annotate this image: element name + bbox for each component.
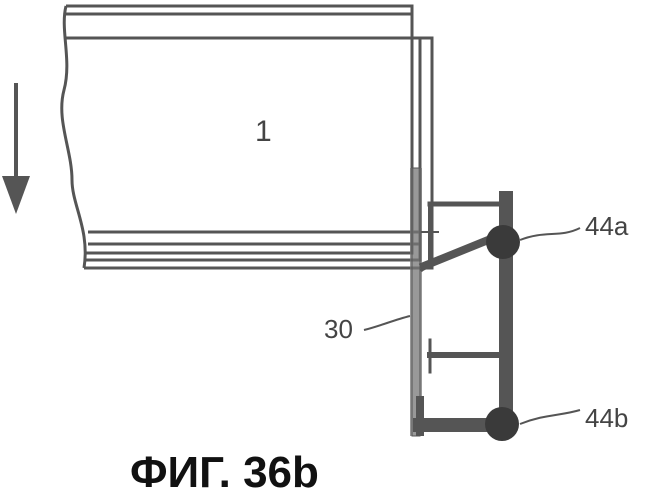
label-44b: 44b (585, 405, 628, 431)
leader-lines (364, 228, 580, 424)
label-1: 1 (255, 117, 272, 147)
hinge-44b (485, 407, 519, 441)
hinge-44a (486, 225, 520, 259)
figure-caption: ФИГ. 36b (130, 448, 319, 498)
label-44a: 44a (585, 213, 628, 239)
down-arrow-icon (2, 83, 30, 214)
panel-1 (62, 6, 432, 268)
rail-30 (410, 168, 422, 436)
label-30: 30 (324, 316, 353, 342)
